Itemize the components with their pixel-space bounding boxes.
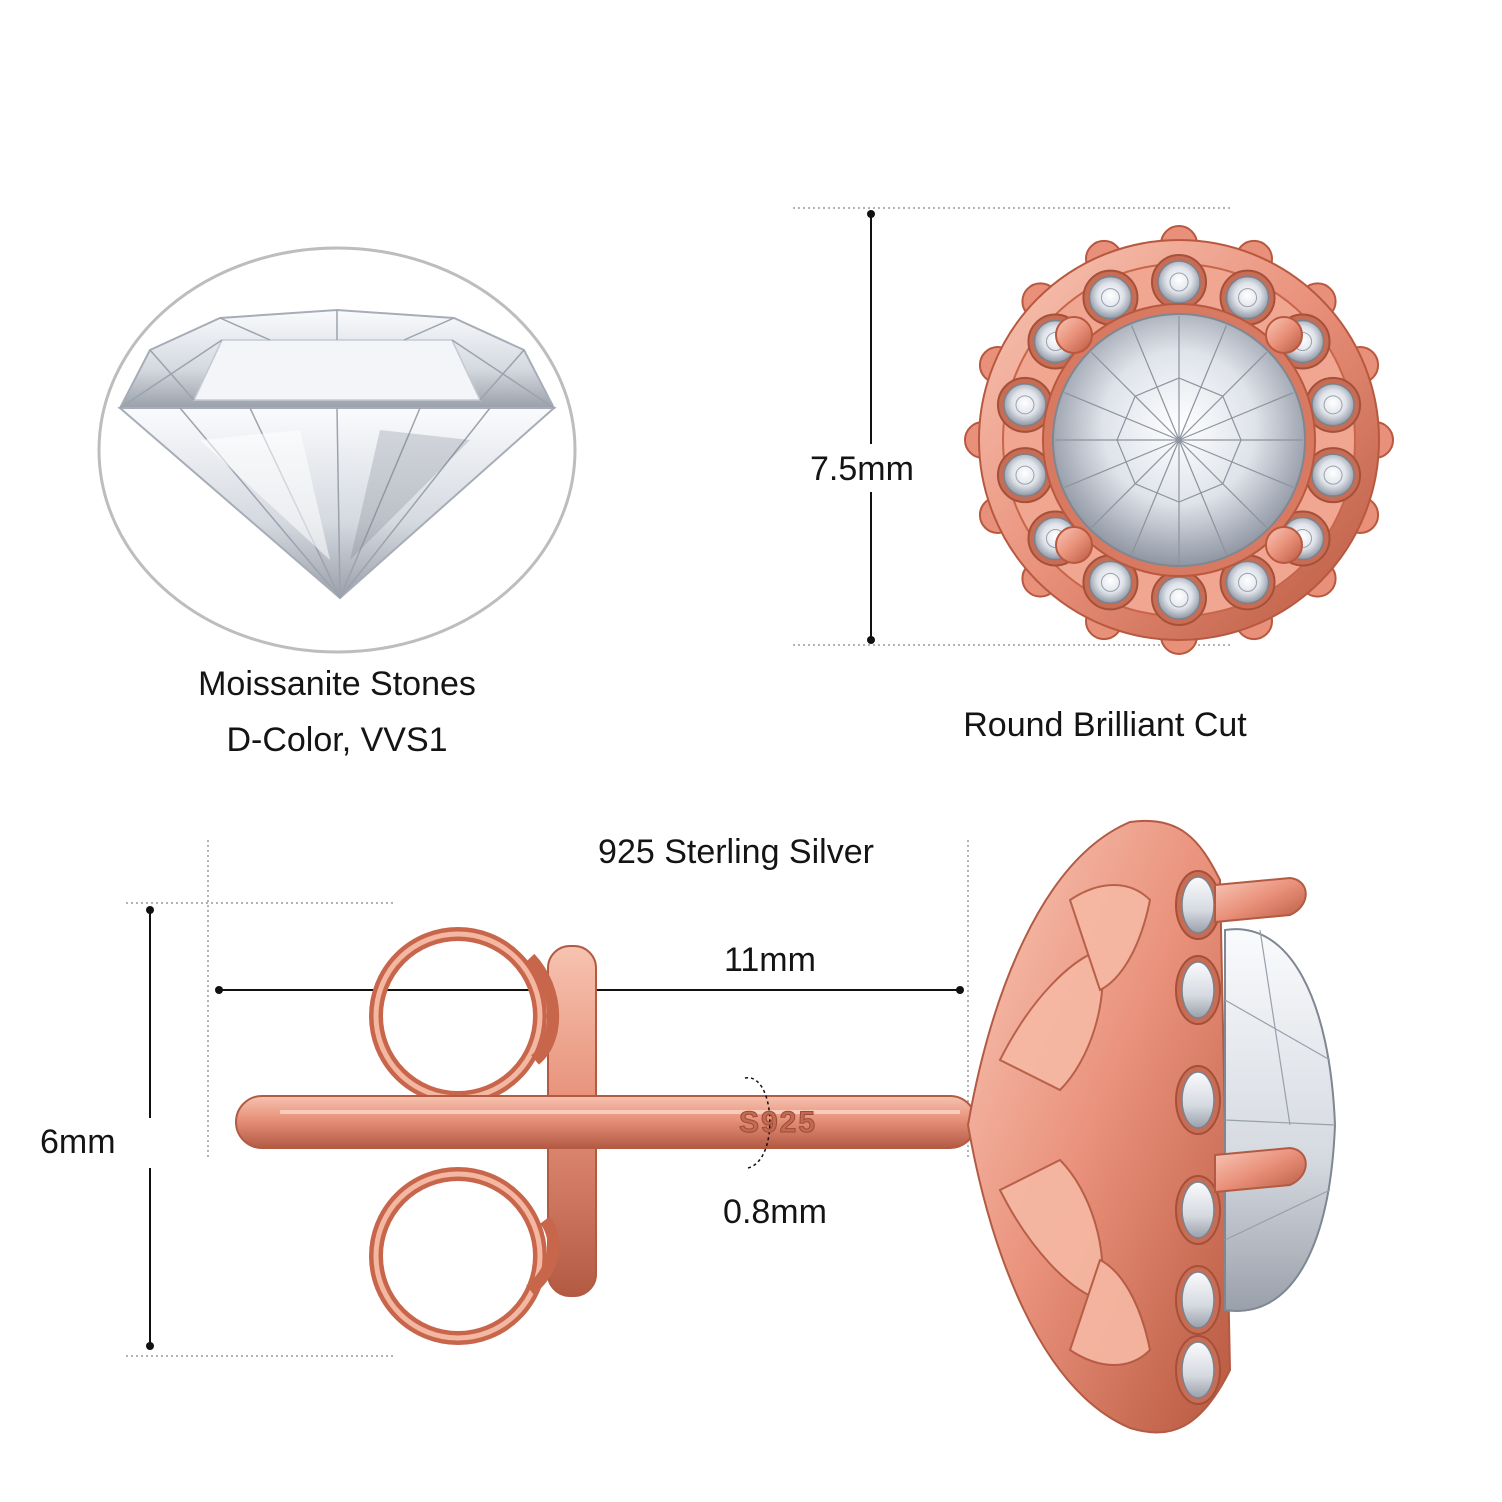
halo-stone bbox=[996, 447, 1053, 504]
material-label: 925 Sterling Silver bbox=[598, 833, 874, 871]
post-diameter-label: 0.8mm bbox=[723, 1193, 827, 1231]
side-halo-stone bbox=[1175, 1175, 1221, 1245]
halo-stone bbox=[1219, 269, 1276, 326]
center-prongs bbox=[1055, 316, 1303, 564]
post-length-label: 11mm bbox=[724, 941, 816, 979]
earring-post bbox=[235, 1095, 977, 1149]
stone-caption-line2: D-Color, VVS1 bbox=[226, 721, 448, 759]
back-height-dimension-line bbox=[146, 906, 154, 1350]
side-halo-stones bbox=[1175, 870, 1221, 1405]
side-halo-stone bbox=[1175, 1065, 1221, 1135]
halo-stone bbox=[1151, 254, 1207, 310]
halo-stone bbox=[996, 376, 1053, 433]
side-halo-stone bbox=[1175, 870, 1221, 940]
top-view-guides bbox=[793, 207, 1232, 646]
halo-stone bbox=[1082, 269, 1139, 326]
cut-caption: Round Brilliant Cut bbox=[963, 706, 1247, 744]
earring-top-view bbox=[964, 225, 1394, 655]
halo-stone bbox=[1305, 447, 1362, 504]
moissanite-stone-image bbox=[117, 308, 557, 600]
side-halo-stone bbox=[1175, 1335, 1221, 1405]
s925-stamp: S925 bbox=[739, 1106, 817, 1139]
stone-caption-line1: Moissanite Stones bbox=[198, 665, 476, 703]
halo-stone bbox=[1151, 570, 1207, 626]
side-center-stone bbox=[1224, 928, 1337, 1312]
side-halo-stone bbox=[1175, 955, 1221, 1025]
side-prongs bbox=[1214, 876, 1307, 1194]
earring-side-view bbox=[966, 819, 1337, 1434]
back-height-label: 6mm bbox=[40, 1123, 116, 1161]
halo-stone bbox=[1082, 554, 1139, 611]
side-halo-stone bbox=[1175, 1265, 1221, 1335]
height-dimension-line bbox=[867, 210, 875, 644]
height-dimension-label: 7.5mm bbox=[810, 450, 914, 488]
